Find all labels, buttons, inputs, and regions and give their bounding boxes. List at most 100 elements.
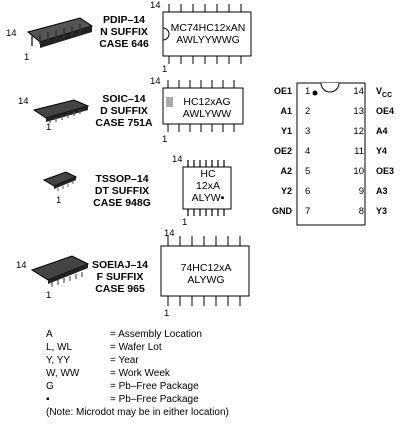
tssop-marking-line-2: 12xA <box>196 180 220 192</box>
soeiaj-name: SOEIAJ–14 <box>91 259 149 271</box>
tssop-marking-line-1: HC <box>200 168 216 180</box>
pin-number-left: 3 <box>305 126 311 137</box>
soic-pin-14-label: 14 <box>18 96 29 107</box>
pin-number-left: 2 <box>305 106 311 117</box>
pin-name-text: OE3 <box>376 166 395 176</box>
soic-marking-text: HC12xAG AWLYWW <box>168 96 246 120</box>
soeiaj-mark-pin-14: 14 <box>164 228 175 239</box>
pin-number-left: 6 <box>305 186 311 197</box>
pin-number-right: 9 <box>358 186 364 197</box>
soic-suffix: D SUFFIX <box>100 105 148 117</box>
pdip-pin-14-label: 14 <box>6 28 17 39</box>
pin-name-right: A4 <box>376 126 388 136</box>
legend-value: = Assembly Location <box>110 329 202 340</box>
legend-key: Y, YY <box>46 355 71 366</box>
legend-key: L, WL <box>46 342 73 353</box>
legend-value: = Pb–Free Package <box>110 394 199 405</box>
pin-number-right: 10 <box>353 166 364 177</box>
pin-name-text: A3 <box>376 186 388 196</box>
pin-number-left: 4 <box>305 146 311 157</box>
pin-name-left: GND <box>272 206 292 216</box>
pin-name-left: OE2 <box>273 146 292 156</box>
microdot-note: (Note: Microdot may be in either locatio… <box>46 407 229 418</box>
legend-key: A <box>46 329 53 340</box>
pdip-marking-line-2: AWLYYWWG <box>176 34 240 46</box>
legend-value: = Work Week <box>110 368 170 379</box>
pin-name-right: OE3 <box>376 166 394 176</box>
legend-value: = Wafer Lot <box>110 342 162 353</box>
pin-number-right: 14 <box>353 86 364 97</box>
pdip-marking-line-1: MC74HC12xAN <box>170 22 246 34</box>
pin-number-left: 5 <box>305 166 311 177</box>
soeiaj-suffix: F SUFFIX <box>96 271 144 283</box>
soic-name: SOIC–14 <box>102 93 146 105</box>
tssop-marking-text: HC 12xA ALYW▪ <box>184 168 232 204</box>
pin-number-right: 13 <box>353 106 364 117</box>
pin-number-right: 12 <box>353 126 364 137</box>
legend-key: G <box>46 381 54 392</box>
pdip-pin-1-label: 1 <box>24 52 30 63</box>
pdip-package-icon <box>26 17 94 48</box>
pin-name-left: A1 <box>280 106 292 116</box>
legend-value: = Pb–Free Package <box>110 381 199 392</box>
pin-name-subscript: CC <box>382 91 393 99</box>
pin-number-left: 7 <box>305 206 311 217</box>
tssop-mark-pin-14: 14 <box>172 154 183 165</box>
soeiaj-marking-text: 74HC12xA ALYWG <box>161 262 251 286</box>
pin-name-right: OE4 <box>376 106 394 116</box>
soic-package-icon <box>32 99 90 123</box>
soeiaj-pin-1-label: 1 <box>46 290 52 301</box>
pin-name-text: Y3 <box>376 206 388 216</box>
soic-case: CASE 751A <box>95 117 153 129</box>
pinout-chip-body <box>296 82 366 226</box>
soic-pin-1-label: 1 <box>46 122 52 133</box>
pdip-name: PDIP–14 <box>102 14 146 26</box>
pin-number-right: 11 <box>354 146 364 157</box>
soeiaj-package-icon <box>30 255 90 287</box>
pin-name-right: Y3 <box>376 206 387 216</box>
soeiaj-pin-14-label: 14 <box>16 260 27 271</box>
legend-key: ▪ <box>46 394 50 405</box>
pin-name-left: A2 <box>280 166 292 176</box>
tssop-package-label: TSSOP–14 DT SUFFIX CASE 948G <box>90 173 154 209</box>
tssop-pin-1-label: 1 <box>56 195 62 206</box>
pin-name-right: VCC <box>376 86 392 99</box>
pdip-suffix: N SUFFIX <box>100 26 148 38</box>
legend-key: W, WW <box>46 368 80 379</box>
tssop-mark-pin-1: 1 <box>182 217 188 228</box>
soeiaj-marking-line-1: 74HC12xA <box>180 262 232 274</box>
pdip-mark-pin-1: 1 <box>162 64 168 75</box>
pin-number-right: 8 <box>358 206 364 217</box>
pin-name-text: Y4 <box>376 146 388 156</box>
pin-name-left: Y2 <box>280 186 292 196</box>
pin-name-right: Y4 <box>376 146 387 156</box>
soic-mark-pin-14: 14 <box>150 76 161 87</box>
soeiaj-package-label: SOEIAJ–14 F SUFFIX CASE 965 <box>86 259 154 295</box>
soeiaj-marking-line-2: ALYWG <box>187 274 225 286</box>
soic-marking-diagram <box>162 80 244 132</box>
pdip-marking-text: MC74HC12xAN AWLYYWWG <box>163 22 253 46</box>
pdip-mark-pin-14: 14 <box>150 0 161 11</box>
pdip-package-label: PDIP–14 N SUFFIX CASE 646 <box>95 14 153 50</box>
soeiaj-case: CASE 965 <box>95 283 145 295</box>
pin-name-left: Y1 <box>280 126 292 136</box>
pin-name-left: OE1 <box>273 86 292 96</box>
tssop-package-icon <box>42 171 78 191</box>
pdip-case: CASE 646 <box>99 38 149 50</box>
tssop-case: CASE 948G <box>93 197 151 209</box>
soeiaj-mark-pin-1: 1 <box>164 308 170 319</box>
tssop-name: TSSOP–14 <box>95 173 149 185</box>
tssop-marking-diagram <box>182 160 232 216</box>
tssop-marking-line-3: ALYW▪ <box>191 192 225 204</box>
pin-name-text: V <box>376 86 383 96</box>
soic-mark-pin-1: 1 <box>162 134 168 145</box>
pdip-marking-diagram <box>162 4 252 64</box>
legend-value: = Year <box>110 355 139 366</box>
soeiaj-marking-diagram <box>160 236 250 306</box>
pin-name-right: A3 <box>376 186 388 196</box>
pin-name-text: A4 <box>376 126 388 136</box>
pin-name-text: OE4 <box>376 106 395 116</box>
soic-marking-line-2: AWLYWW <box>182 108 232 120</box>
tssop-suffix: DT SUFFIX <box>94 185 150 197</box>
pin-number-left: 1 <box>305 86 311 97</box>
